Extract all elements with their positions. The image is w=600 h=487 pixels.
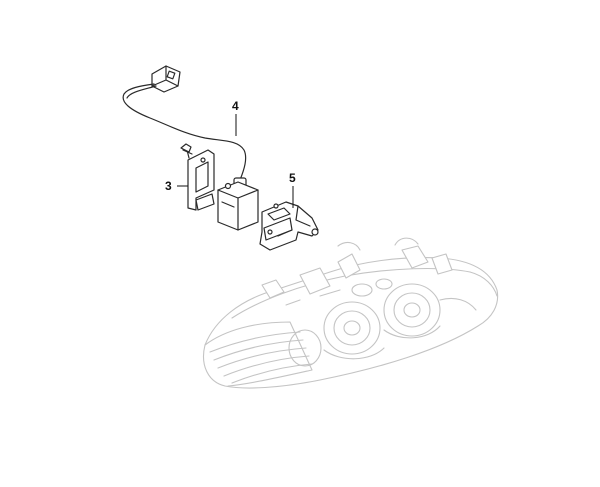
headlight-housing	[203, 237, 499, 389]
callout-number-4: 4	[232, 99, 239, 113]
module-carrier-plate	[259, 201, 319, 251]
control-unit-with-cable	[122, 65, 259, 231]
callout-number-3: 3	[165, 179, 172, 193]
mounting-bracket	[180, 143, 215, 211]
callout-number-5: 5	[289, 171, 296, 185]
